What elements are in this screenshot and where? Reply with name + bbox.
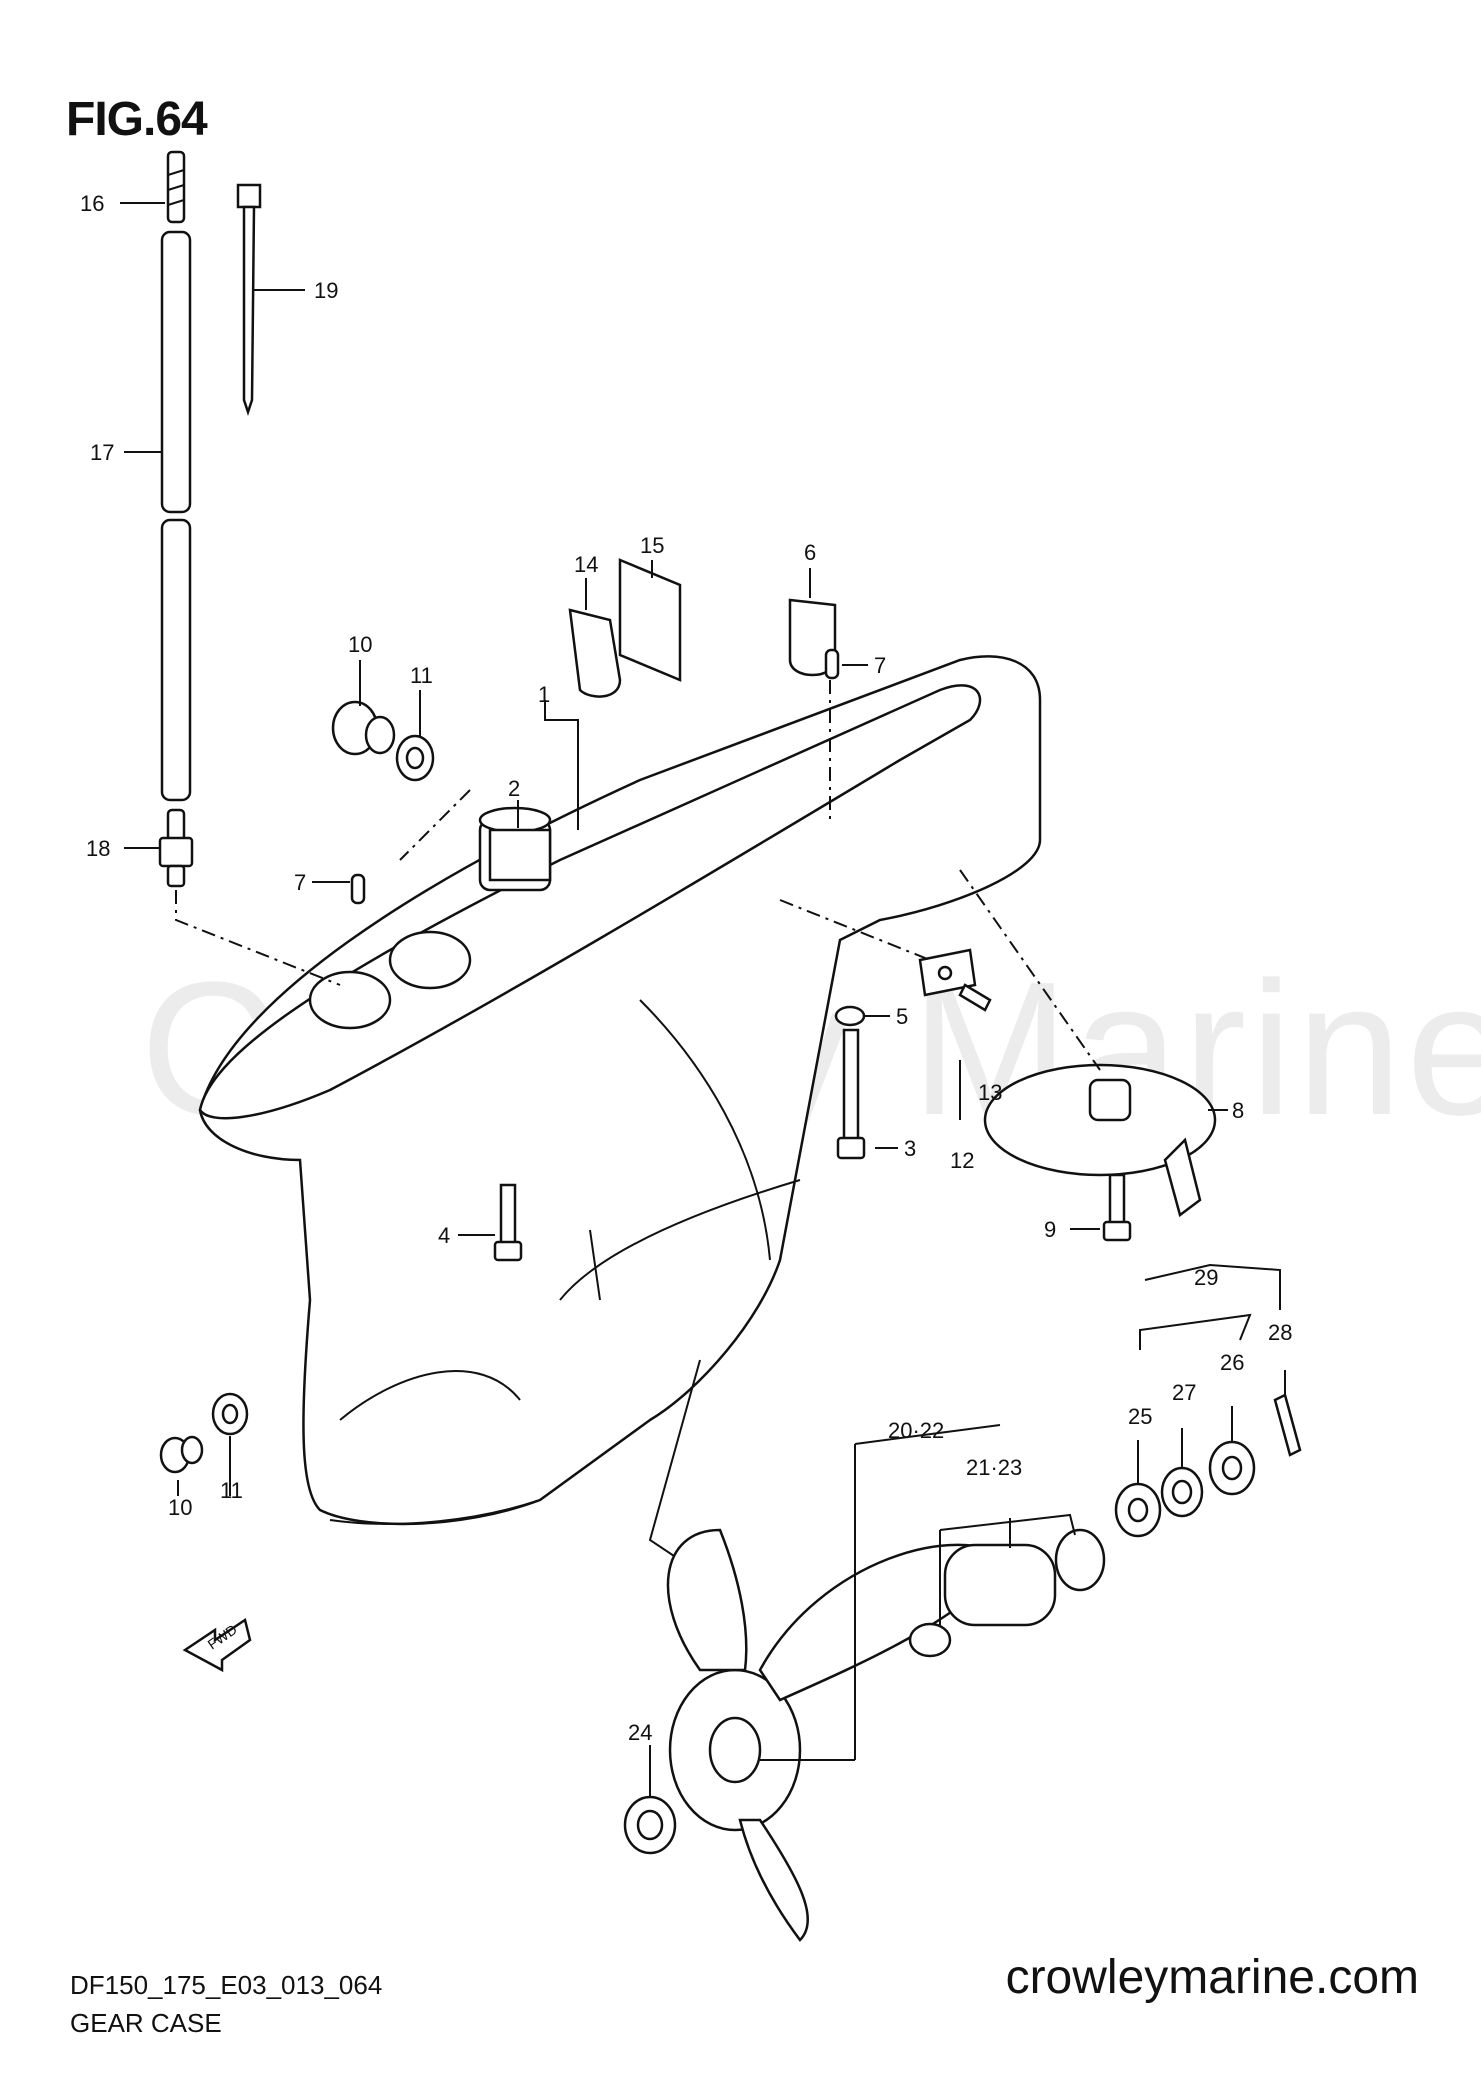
part-15-plate bbox=[618, 558, 682, 682]
callout-17: 17 bbox=[90, 440, 114, 465]
part-13-bolt bbox=[958, 983, 992, 1012]
figure-title: FIG.64 bbox=[66, 93, 208, 146]
callout-15: 15 bbox=[640, 533, 664, 558]
part-26-nut bbox=[1208, 1440, 1256, 1496]
gear-case-body bbox=[198, 655, 1042, 1581]
part-24-thrust-washer bbox=[623, 1795, 677, 1855]
leader-lines bbox=[120, 202, 1286, 1797]
part-19-cable-tie bbox=[236, 183, 262, 416]
callout-11-upper: 11 bbox=[410, 663, 433, 688]
part-10-plug-lower bbox=[159, 1435, 204, 1474]
callout-10-upper: 10 bbox=[348, 632, 372, 657]
part-5-washer bbox=[834, 1005, 866, 1027]
callout-3: 3 bbox=[904, 1136, 916, 1161]
part-25-washer bbox=[1114, 1482, 1162, 1538]
part-16-fitting bbox=[166, 150, 186, 224]
callout-27: 27 bbox=[1172, 1380, 1196, 1405]
callout-5: 5 bbox=[896, 1004, 908, 1029]
alignment-lines bbox=[175, 680, 1101, 1071]
callout-labels: 16 19 17 15 14 6 7 10 11 1 2 18 7 5 13 8… bbox=[80, 191, 1292, 1745]
assembly-name: GEAR CASE bbox=[70, 2008, 222, 2038]
callout-28: 28 bbox=[1268, 1320, 1292, 1345]
callout-12: 12 bbox=[950, 1148, 974, 1173]
callout-20-22: 20·22 bbox=[888, 1418, 944, 1443]
callout-8: 8 bbox=[1232, 1098, 1244, 1123]
part-11-gasket-lower bbox=[211, 1392, 249, 1436]
part-14-cover bbox=[568, 608, 622, 698]
callout-26: 26 bbox=[1220, 1350, 1244, 1375]
callout-10-lower: 10 bbox=[168, 1495, 192, 1520]
callout-13: 13 bbox=[978, 1080, 1002, 1105]
part-4-bolt bbox=[493, 1183, 523, 1262]
callout-14: 14 bbox=[574, 552, 598, 577]
callout-29: 29 bbox=[1194, 1265, 1218, 1290]
part-7-pin-upper bbox=[824, 648, 840, 680]
fwd-arrow-icon: FWD bbox=[182, 1617, 252, 1673]
part-21-23-bushing bbox=[908, 1528, 1106, 1658]
website-link[interactable]: crowleymarine.com bbox=[1005, 1951, 1419, 2004]
part-11-gasket-upper bbox=[395, 734, 435, 782]
callout-18: 18 bbox=[86, 836, 110, 861]
callout-16: 16 bbox=[80, 191, 104, 216]
model-code: DF150_175_E03_013_064 bbox=[70, 1970, 383, 2000]
part-28-cotter-pin bbox=[1273, 1393, 1302, 1457]
part-3-bolt bbox=[836, 1028, 866, 1160]
callout-21-23: 21·23 bbox=[966, 1455, 1022, 1480]
callout-2: 2 bbox=[508, 776, 520, 801]
part-8-trim-tab bbox=[983, 1063, 1217, 1218]
callout-11-lower: 11 bbox=[220, 1478, 243, 1503]
part-9-bolt bbox=[1102, 1173, 1132, 1242]
part-12-anode-block bbox=[918, 948, 977, 997]
callout-24: 24 bbox=[628, 1720, 652, 1745]
callout-1: 1 bbox=[538, 682, 550, 707]
part-7-pin-lower bbox=[350, 873, 366, 905]
part-18-fitting bbox=[158, 808, 194, 888]
part-27-spacer bbox=[1160, 1466, 1204, 1518]
callout-7-lower: 7 bbox=[294, 870, 306, 895]
part-2-sleeve bbox=[488, 828, 552, 882]
part-17-water-tube bbox=[160, 230, 192, 802]
part-10-plug-upper bbox=[331, 700, 396, 756]
callout-19: 19 bbox=[314, 278, 338, 303]
callout-7-upper: 7 bbox=[874, 653, 886, 678]
callout-9: 9 bbox=[1044, 1217, 1056, 1242]
callout-6: 6 bbox=[804, 540, 816, 565]
callout-4: 4 bbox=[438, 1223, 450, 1248]
callout-25: 25 bbox=[1128, 1404, 1152, 1429]
